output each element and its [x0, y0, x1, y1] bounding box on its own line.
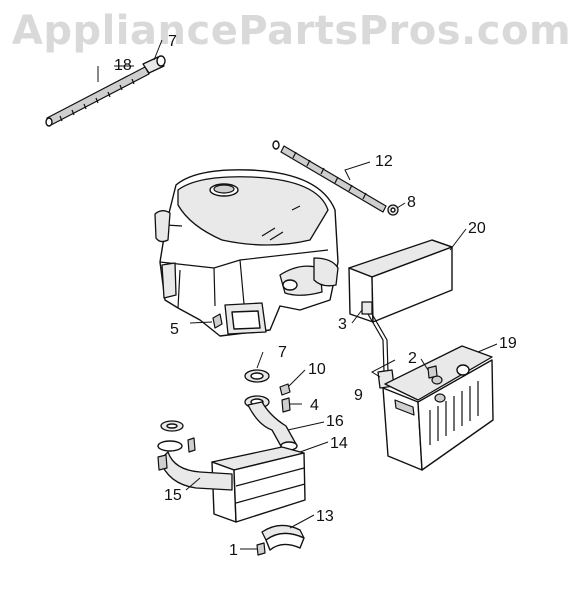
part-15-exhaust-pipe[interactable] — [157, 420, 233, 491]
part-20-heat-shield[interactable] — [348, 239, 453, 323]
callout-10: 10 — [308, 361, 326, 378]
part-4-bolt[interactable] — [281, 397, 291, 413]
part-3-bracket[interactable] — [361, 301, 389, 373]
part-5-stud[interactable] — [212, 313, 223, 329]
callout-2: 2 — [408, 350, 417, 367]
callout-12: 12 — [375, 153, 393, 170]
callout-20: 20 — [468, 220, 486, 237]
callout-17: 7 — [168, 33, 177, 50]
watermark-text: AppliancePartsPros.com — [11, 8, 572, 54]
part-2-screw[interactable] — [427, 365, 438, 379]
callout-13: 13 — [316, 508, 334, 525]
callout-16: 16 — [326, 413, 344, 430]
callout-15: 15 — [164, 487, 182, 504]
part-19-muffler-guard[interactable] — [382, 345, 494, 471]
callout-7: 7 — [278, 344, 287, 361]
callout-14: 14 — [330, 435, 348, 452]
part-8-clamp[interactable] — [387, 204, 399, 216]
part-13-clamp[interactable] — [261, 524, 305, 551]
leader-lines — [97, 39, 498, 550]
callout-1: 1 — [229, 542, 238, 559]
callout-9: 9 — [354, 387, 363, 404]
part-7-gasket-upper[interactable] — [244, 369, 270, 383]
part-12-fuel-line[interactable] — [272, 140, 387, 213]
callout-3: 3 — [338, 316, 347, 333]
part-17-fitting[interactable] — [142, 55, 166, 74]
part-10-nut[interactable] — [279, 383, 291, 396]
engine-assembly[interactable] — [154, 169, 339, 337]
callout-5: 5 — [170, 321, 179, 338]
callout-4: 4 — [310, 397, 319, 414]
callout-19: 19 — [499, 335, 517, 352]
part-1-screw[interactable] — [256, 542, 266, 556]
callout-18: 18 — [114, 57, 132, 74]
callout-8: 8 — [407, 194, 416, 211]
part-18-breather-tube[interactable] — [45, 66, 150, 127]
